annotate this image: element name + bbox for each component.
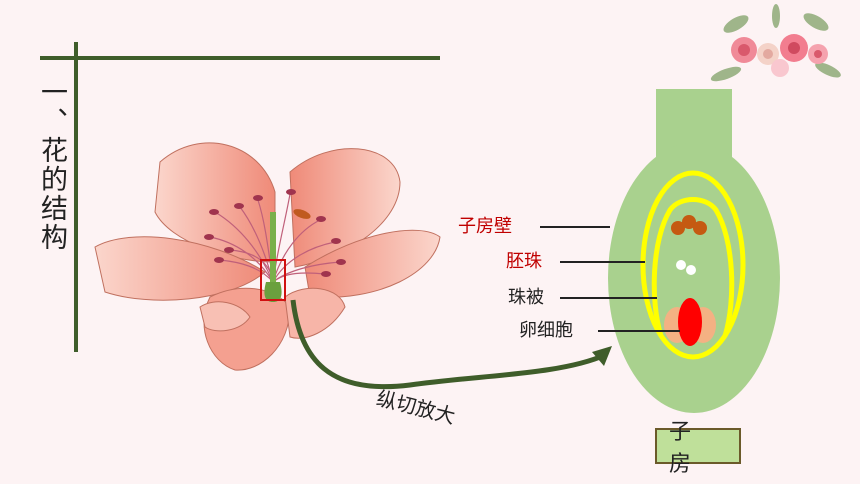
flower-illustration [94, 142, 441, 371]
integument-label: 珠被 [508, 287, 544, 308]
ovary-caption: 子 房 [655, 420, 741, 477]
rose-bouquet-icon [710, 4, 841, 82]
page-title: 一、花的结构 [36, 78, 67, 252]
ovule-label: 胚珠 [506, 251, 542, 272]
egg-cell-label: 卵细胞 [519, 320, 573, 341]
ovary-wall-label: 子房壁 [458, 216, 512, 237]
